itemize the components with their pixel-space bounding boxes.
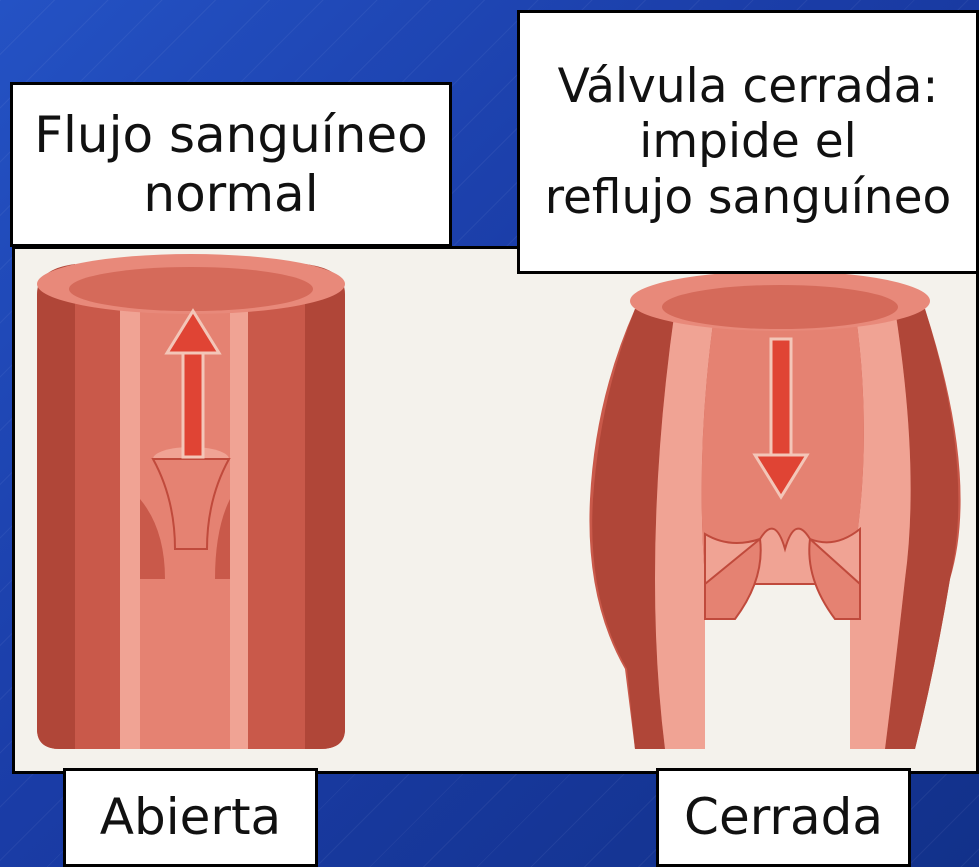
closed-caption-text: Cerrada [684, 788, 883, 847]
open-caption-text: Abierta [100, 788, 281, 847]
normal-flow-label: Flujo sanguíneo normal [10, 82, 452, 247]
open-caption: Abierta [63, 768, 318, 867]
closed-valve-label-line1: Válvula cerrada: [545, 59, 952, 114]
open-valve-vein [37, 254, 345, 749]
closed-valve-vein [589, 271, 960, 749]
closed-valve-label: Válvula cerrada: impide el reflujo sangu… [517, 10, 979, 274]
normal-flow-label-line2: normal [34, 165, 427, 224]
closed-valve-label-line3: reflujo sanguíneo [545, 170, 952, 225]
vein-illustration-panel [12, 246, 979, 774]
closed-valve-label-line2: impide el [545, 114, 952, 169]
normal-flow-label-line1: Flujo sanguíneo [34, 106, 427, 165]
closed-caption: Cerrada [656, 768, 911, 867]
